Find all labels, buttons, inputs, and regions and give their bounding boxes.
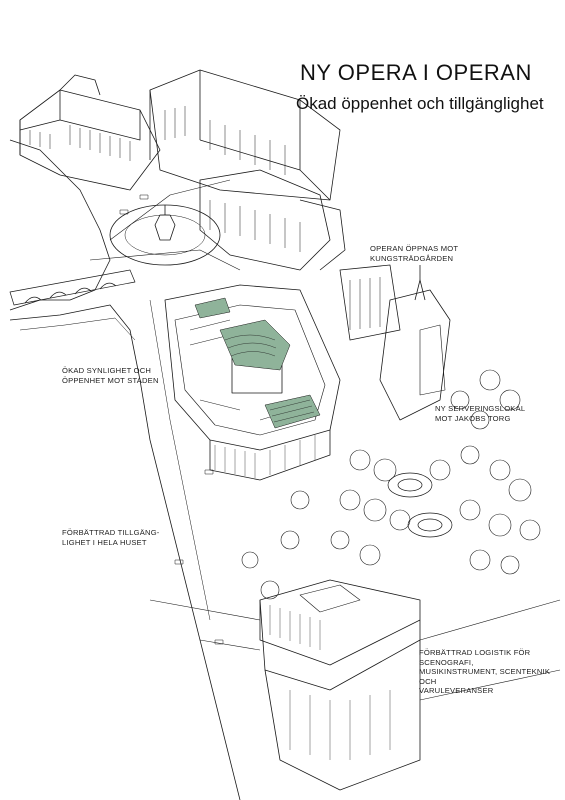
vehicles [119,194,224,645]
kungstradgarden-buildings [339,264,451,421]
annotation-kungstradgarden: OPERAN ÖPPNAS MOT KUNGSTRÄDGÅRDEN [370,244,459,263]
park-fountains [387,472,453,538]
park-trees [241,369,541,600]
annotation-synlighet: ÖKAD SYNLIGHET OCH ÖPPENHET MOT STADEN [62,366,159,385]
annotation-tillganglighet: FÖRBÄTTRAD TILLGÄNG- LIGHET I HELA HUSET [62,528,160,547]
green-areas [194,297,321,429]
page-subtitle: Ökad öppenhet och tillgänglighet [296,94,544,113]
lower-building [259,579,421,791]
opera-house [164,284,341,481]
auditorium-seating [224,334,315,423]
gustav-adolfs-torg [109,204,221,266]
bridge [9,269,136,306]
annotation-logistik: FÖRBÄTTRAD LOGISTIK FÖR SCENOGRAFI, MUSI… [419,648,551,695]
annotation-servering: NY SERVERINGSLOKAL MOT JAKOBS TORG [435,404,526,423]
quay-edge [9,304,241,800]
palace-block [19,74,161,191]
page-title: NY OPERA I OPERAN [300,60,532,85]
top-buildings [149,69,346,271]
shoreline [9,139,111,311]
